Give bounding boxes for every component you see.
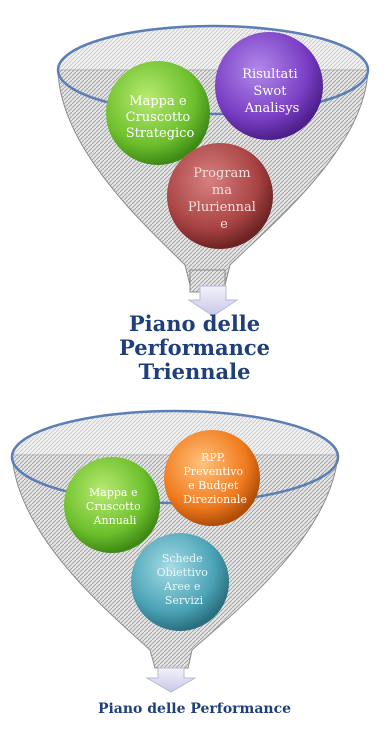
top-circle-purple-text: Risultati Swot Analisys	[242, 67, 302, 116]
bottom-down-arrow	[145, 667, 197, 693]
top-circle-red-text: Program ma Pluriennal e	[188, 166, 260, 232]
top-circle-purple	[215, 32, 323, 140]
top-funnel-rim	[56, 24, 370, 116]
top-input-program: Program ma Pluriennal e	[167, 143, 273, 249]
top-circle-green-text: Mappa e Cruscotto Strategico	[126, 94, 195, 141]
bottom-output-title: Piano delle Performance	[0, 700, 389, 718]
bottom-input-objective-sheets: Schede Obiettivo Aree e Servizi	[131, 533, 229, 631]
top-input-strategic-map: Mappa e Cruscotto Strategico	[106, 61, 210, 165]
top-input-swot: Risultati Swot Analisys	[215, 32, 323, 140]
bottom-input-annual-map: Mappa e Cruscotto Annuali	[64, 457, 160, 553]
top-down-arrow	[187, 285, 239, 317]
bottom-circle-teal-text: Schede Obiettivo Aree e Servizi	[157, 552, 212, 607]
top-output-line: Performance	[119, 335, 270, 360]
bottom-circle-green	[64, 457, 160, 553]
bottom-circle-green-text: Mappa e Cruscotto Annuali	[86, 486, 144, 527]
bottom-output-line: Piano delle Performance	[97, 701, 292, 717]
top-circle-green	[106, 61, 210, 165]
top-output-title: Piano delle Performance Triennale	[0, 312, 389, 384]
bottom-input-budget: RPP, Preventivo e Budget Direzionale	[164, 430, 260, 526]
bottom-circle-orange	[164, 430, 260, 526]
bottom-circle-orange-text: RPP, Preventivo e Budget Direzionale	[183, 451, 247, 506]
bottom-circle-teal	[131, 533, 229, 631]
top-circle-red	[167, 143, 273, 249]
top-output-line: Piano delle	[128, 311, 261, 336]
top-output-line: Triennale	[138, 359, 251, 384]
